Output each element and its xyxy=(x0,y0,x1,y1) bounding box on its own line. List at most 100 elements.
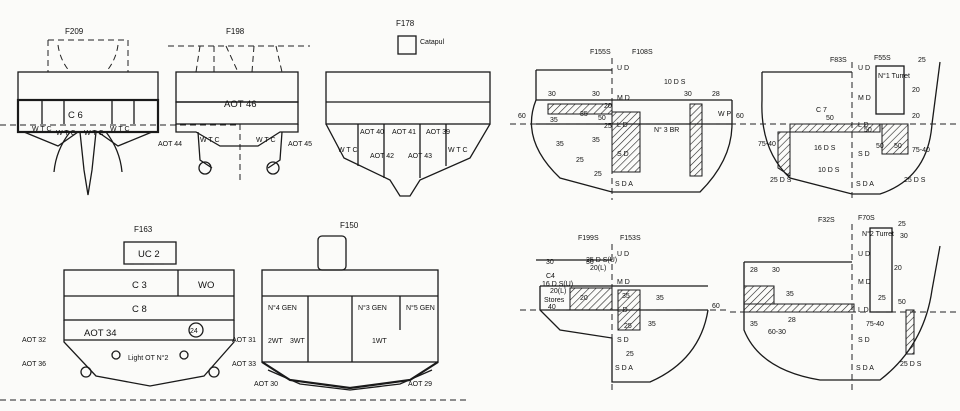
wtc-label: W T C xyxy=(256,137,276,144)
deck-label: U D xyxy=(858,251,870,258)
aot-label: AOT 32 xyxy=(22,337,46,344)
armor-value: 20 xyxy=(604,103,612,110)
bulwark-dashed xyxy=(57,44,119,73)
hull-block xyxy=(17,71,159,101)
armor-value: 25 xyxy=(594,171,602,178)
deck-label: M D xyxy=(858,95,871,102)
armor-value: 35 xyxy=(648,321,656,328)
section-f209: F209 C 6 W T C W T C W T C W T C xyxy=(0,27,240,196)
armor-value: 50 xyxy=(864,127,872,134)
aot-label: AOT 44 xyxy=(158,141,182,148)
room-label: C 7 xyxy=(816,107,827,114)
room-label: 2WT xyxy=(268,338,284,345)
armor-value: 25 D S xyxy=(770,177,792,184)
aot-label: AOT 41 xyxy=(392,129,416,136)
armor-value: 20 xyxy=(580,295,588,302)
wtc-label: W T C xyxy=(338,147,358,154)
upper-deck-dashed xyxy=(47,39,129,72)
armor-value: 25 xyxy=(918,57,926,64)
armor-value: 28 xyxy=(788,317,796,324)
deck-label: S D xyxy=(858,151,870,158)
skeg xyxy=(79,131,97,196)
waterline-value: 60 xyxy=(736,113,744,120)
aot-label: AOT 43 xyxy=(408,153,432,160)
deck-label: L D xyxy=(858,122,869,129)
room-label: C4 xyxy=(546,273,555,280)
deck-label: L D xyxy=(617,122,628,129)
hull-block xyxy=(175,71,299,103)
armor-section-bottom-left: F199S F153S 30 30 C4 16 D S(U) 20(L) Sto… xyxy=(520,235,730,390)
deck-label: S D A xyxy=(856,181,874,188)
section-f150: F150 N°4 GEN N°3 GEN N°5 GEN 2WT 3WT 1WT… xyxy=(254,221,439,391)
armor-value: 20(L) xyxy=(590,265,606,272)
armor-value: 30 xyxy=(900,233,908,240)
armor-value: 30 xyxy=(546,259,554,266)
armor-value: 35 xyxy=(580,111,588,118)
room-label: Stores xyxy=(544,297,565,304)
frame-label: F55S xyxy=(874,55,891,62)
deck-label: U D xyxy=(858,65,870,72)
room-label: N°3 GEN xyxy=(358,304,387,312)
armor-section-bottom-right: F32S F70S 25 N°2 Turret 30 28 30 20 35 2… xyxy=(730,215,958,392)
wtc-label: W T C xyxy=(84,130,104,137)
bottom-outline xyxy=(175,124,299,147)
propeller-hub xyxy=(266,161,280,175)
deck-label: L D xyxy=(858,307,869,314)
deck-label: S D xyxy=(858,337,870,344)
wtc-label: W T C xyxy=(448,147,468,154)
armor-value: 35 xyxy=(550,117,558,124)
shaft-struts xyxy=(197,131,283,169)
room-label: N°4 GEN xyxy=(268,304,297,312)
deck-label: S D A xyxy=(615,181,633,188)
armor-value: 35 xyxy=(656,295,664,302)
armor-value: 50 xyxy=(898,299,906,306)
armor-value: 25 xyxy=(576,157,584,164)
frame-label: F153S xyxy=(620,235,641,242)
armor-value: 16 D S(U) xyxy=(542,281,573,288)
armor-value: 25 xyxy=(624,323,632,330)
armor-value: 25 xyxy=(878,295,886,302)
frame-label: F209 xyxy=(65,27,84,36)
catapult-label: Catapul xyxy=(420,39,445,46)
deck-label: M D xyxy=(617,95,630,102)
aot-label: AOT 39 xyxy=(426,129,450,136)
deck-label: M D xyxy=(617,279,630,286)
room-label: 1WT xyxy=(372,338,388,345)
hull-block xyxy=(325,71,491,125)
armor-value: 60-30 xyxy=(768,329,786,336)
hull-outline xyxy=(539,286,709,383)
waterline-value: 60 xyxy=(518,113,526,120)
funnel xyxy=(317,235,347,271)
armor-value: 30 xyxy=(548,91,556,98)
deck-label: U D xyxy=(617,251,629,258)
section-f178: F178 Catapul AOT 40 AOT 41 AOT 39 AOT 42… xyxy=(325,19,491,197)
wtc-label: W T C xyxy=(56,130,76,137)
room-label: AOT 34 xyxy=(84,328,117,339)
armor-value: 30 xyxy=(586,259,594,266)
hull-block xyxy=(63,269,235,321)
bilge-keel xyxy=(80,366,92,378)
hull-outline xyxy=(530,70,733,193)
deck-label: S D xyxy=(617,151,629,158)
wtc-label: W T C xyxy=(110,126,130,133)
catapult-mount xyxy=(397,35,417,55)
armor-value: 25 xyxy=(604,123,612,130)
armor-value: 25 D S xyxy=(904,177,926,184)
frame-label: F70S xyxy=(858,215,875,222)
armor-value: 20 xyxy=(894,265,902,272)
room-label: C 3 xyxy=(132,280,147,291)
compartment-label: C 6 xyxy=(68,110,83,121)
armor-section-top-left: F155S F108S 30 30 10 D S 30 28 35 35 50 … xyxy=(510,49,750,200)
armor-value: 35 xyxy=(622,293,630,300)
hull-bottom xyxy=(325,123,491,197)
deck-label: S D xyxy=(617,337,629,344)
frame-label: F32S xyxy=(818,217,835,224)
aot-label: AOT 31 xyxy=(232,337,256,344)
frame-label: F108S xyxy=(632,49,653,56)
armor-value: 35 xyxy=(786,291,794,298)
deck-label: S D A xyxy=(615,365,633,372)
room-label: UC 2 xyxy=(138,249,160,260)
aot-label: AOT 40 xyxy=(360,129,384,136)
armor-value: 50 xyxy=(876,143,884,150)
armor-value: 28 xyxy=(750,267,758,274)
